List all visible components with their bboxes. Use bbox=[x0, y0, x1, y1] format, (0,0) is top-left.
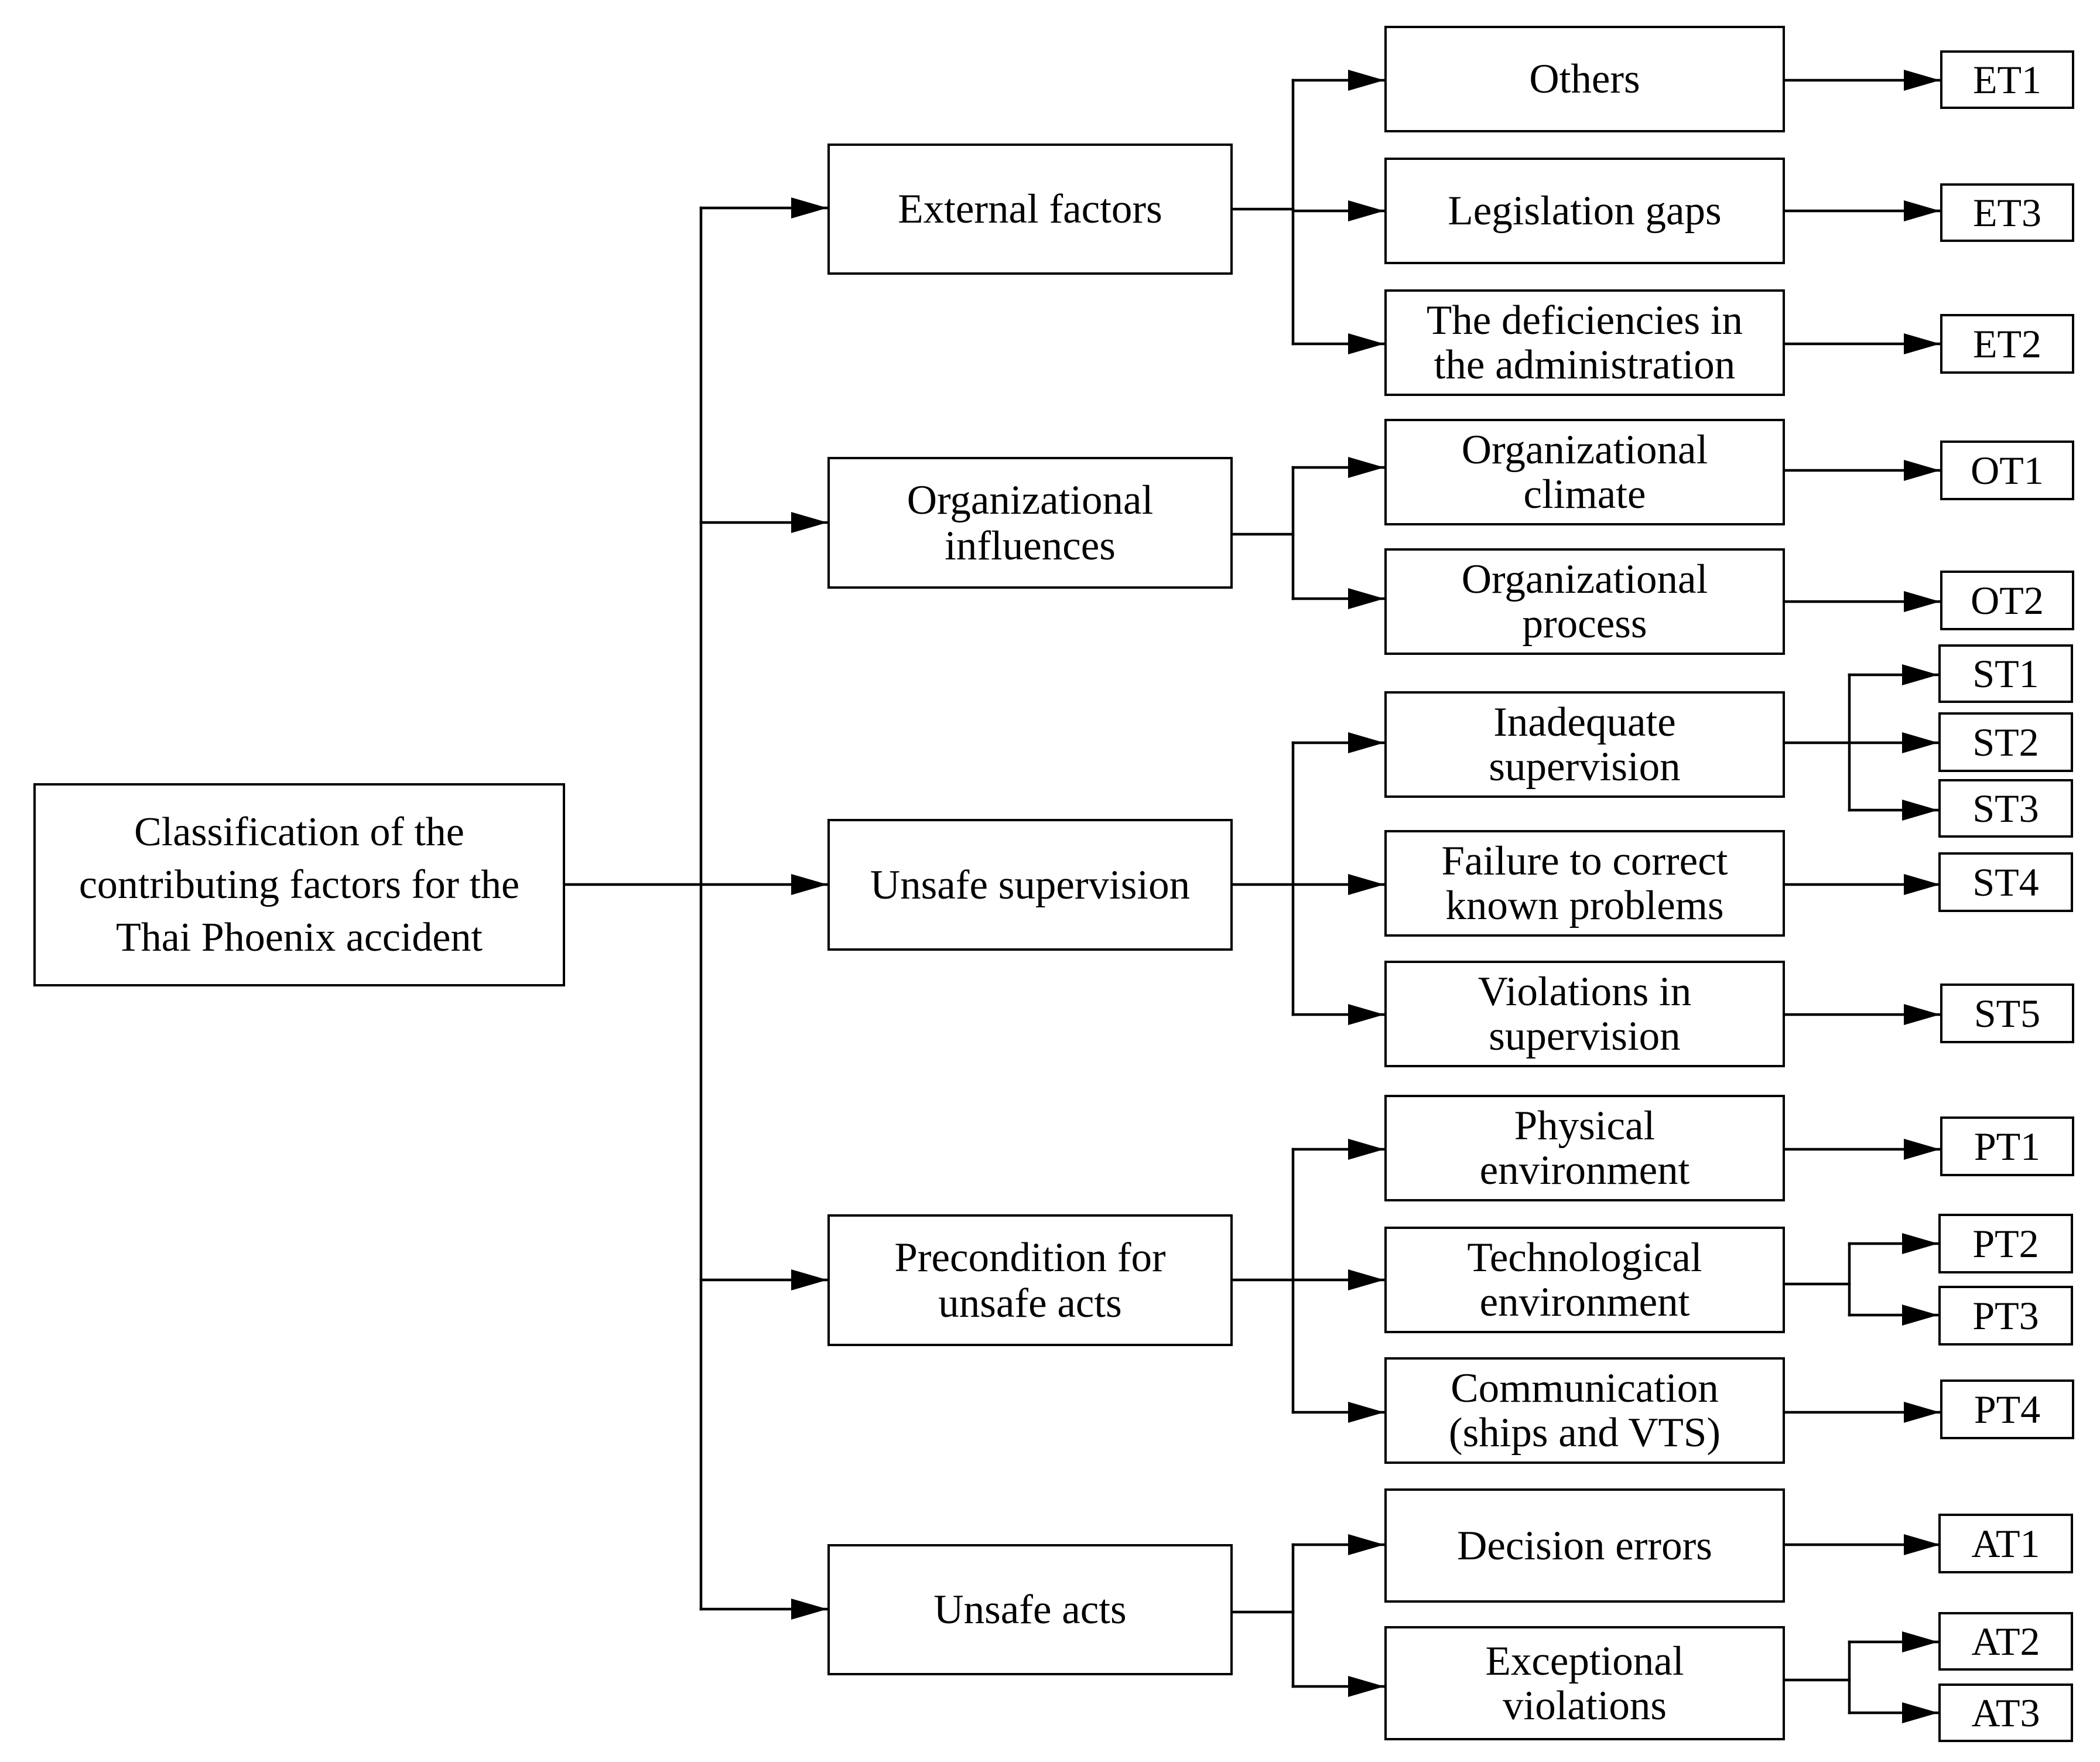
code-pt4: PT4 bbox=[1940, 1379, 2074, 1439]
category-unsafe-acts: Unsafe acts bbox=[827, 1544, 1233, 1675]
code-label: ET1 bbox=[1972, 57, 2042, 102]
code-st2: ST2 bbox=[1938, 712, 2073, 772]
code-ot2: OT2 bbox=[1940, 571, 2074, 630]
category-external-factors: External factors bbox=[827, 144, 1233, 275]
sub-others: Others bbox=[1384, 26, 1785, 132]
code-pt3: PT3 bbox=[1938, 1286, 2073, 1346]
code-et2: ET2 bbox=[1940, 314, 2074, 374]
sub-label: Others bbox=[1529, 56, 1640, 102]
code-label: PT4 bbox=[1974, 1387, 2041, 1432]
code-label: OT2 bbox=[1971, 578, 2044, 623]
code-label: PT2 bbox=[1972, 1221, 2039, 1266]
code-label: PT3 bbox=[1972, 1293, 2039, 1338]
code-pt1: PT1 bbox=[1940, 1116, 2074, 1176]
code-st3: ST3 bbox=[1938, 779, 2073, 838]
code-label: ST5 bbox=[1974, 991, 2041, 1036]
code-label: ST3 bbox=[1972, 786, 2039, 831]
sub-legislation-gaps: Legislation gaps bbox=[1384, 158, 1785, 264]
code-st5: ST5 bbox=[1940, 984, 2074, 1043]
code-et1: ET1 bbox=[1940, 50, 2074, 109]
code-ot1: OT1 bbox=[1940, 440, 2074, 500]
sub-communication: Communication(ships and VTS) bbox=[1384, 1357, 1785, 1464]
sub-label: Communication(ships and VTS) bbox=[1448, 1365, 1721, 1456]
category-label: Unsafe supervision bbox=[870, 862, 1191, 908]
code-label: ST2 bbox=[1972, 720, 2039, 764]
code-at2: AT2 bbox=[1938, 1612, 2073, 1671]
code-label: OT1 bbox=[1971, 448, 2044, 493]
code-st4: ST4 bbox=[1938, 852, 2073, 912]
code-label: AT2 bbox=[1971, 1619, 2040, 1664]
category-label: Unsafe acts bbox=[933, 1587, 1127, 1633]
category-unsafe-supervision: Unsafe supervision bbox=[827, 819, 1233, 951]
code-at3: AT3 bbox=[1938, 1684, 2073, 1742]
sub-decision-errors: Decision errors bbox=[1384, 1488, 1785, 1603]
sub-label: Decision errors bbox=[1457, 1522, 1712, 1569]
code-label: ET2 bbox=[1972, 322, 2042, 366]
code-st1: ST1 bbox=[1938, 644, 2073, 703]
code-label: PT1 bbox=[1974, 1124, 2041, 1169]
code-label: AT1 bbox=[1971, 1521, 2040, 1566]
sub-label: Legislation gaps bbox=[1448, 188, 1722, 234]
category-label: External factors bbox=[898, 186, 1162, 232]
code-at1: AT1 bbox=[1938, 1514, 2073, 1573]
code-et3: ET3 bbox=[1940, 183, 2074, 242]
code-label: ET3 bbox=[1972, 190, 2042, 235]
code-label: ST4 bbox=[1972, 860, 2039, 904]
code-label: AT3 bbox=[1971, 1691, 2040, 1735]
code-pt2: PT2 bbox=[1938, 1214, 2073, 1273]
code-label: ST1 bbox=[1972, 651, 2039, 696]
